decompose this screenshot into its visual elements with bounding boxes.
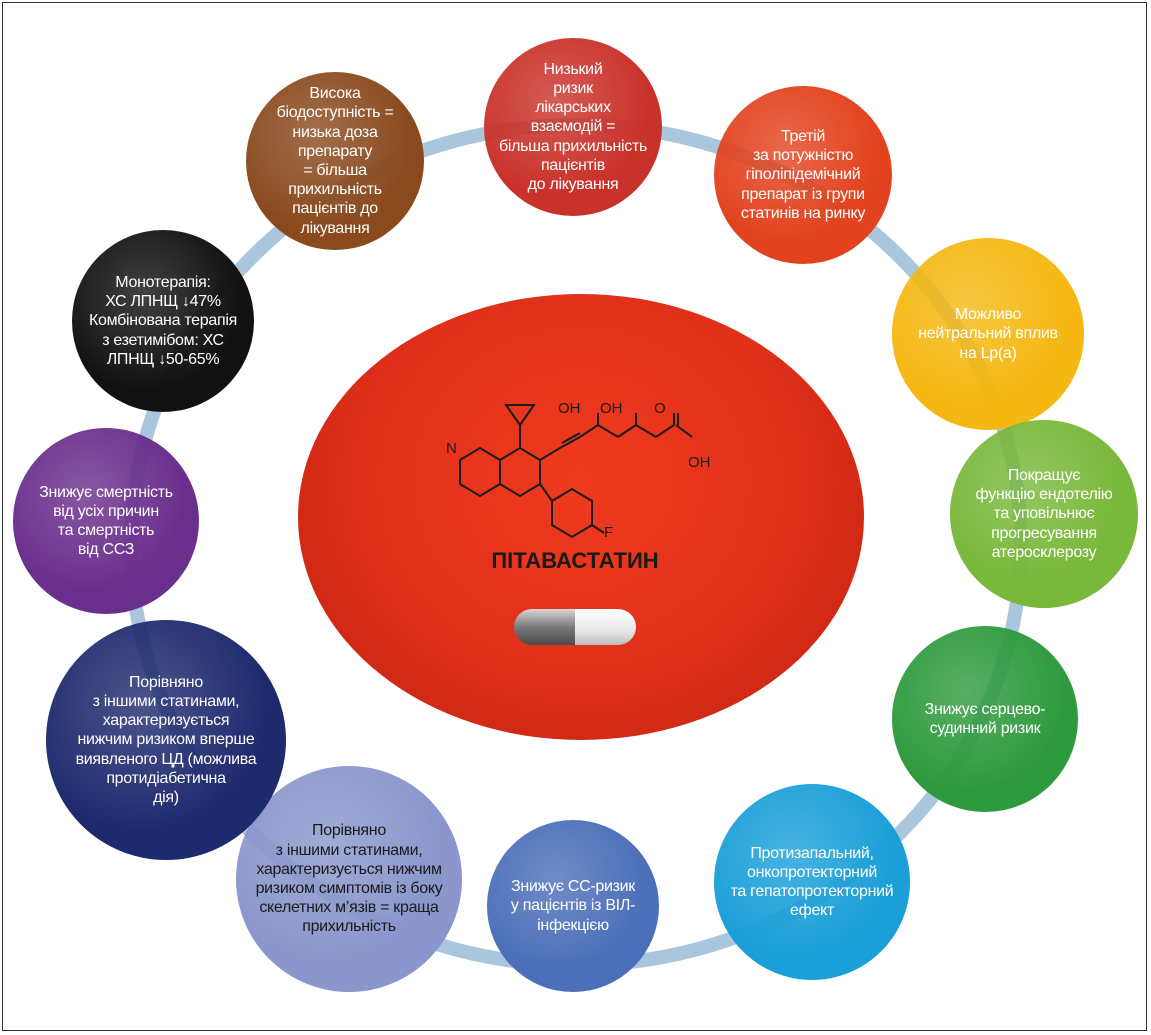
benefit-text-cv: Знижує серцево- судинний ризик [924,700,1046,737]
central-ellipse [298,294,864,740]
benefit-node-mort: Знижує смертність від усіх причин та сме… [13,428,199,614]
benefit-text-lpa: Можливо нейтральний вплив на Lp(a) [918,306,1058,362]
benefit-text-top: Низький ризик лікарських взаємодій = біл… [498,60,648,193]
benefit-node-cv: Знижує серцево- судинний ризик [892,626,1078,812]
benefit-text-bio: Висока біодоступність = низька доза преп… [276,85,394,237]
benefit-node-endo: Покращує функцію ендотелію та уповільнює… [950,420,1138,608]
benefit-text-mort: Знижує смертність від усіх причин та сме… [39,483,173,559]
benefit-text-third: Третій за потужністю гіполіпідемічний пр… [740,128,866,222]
benefit-text-anti: Протизапальний, онкопротекторний та гепа… [730,844,894,920]
benefit-node-anti: Протизапальний, онкопротекторний та гепа… [714,784,910,980]
pitavastatin-structure: OH OH O OH N F [446,400,711,541]
drug-name: ПІТАВАСТАТИН [491,548,659,573]
benefit-node-top: Низький ризик лікарських взаємодій = біл… [484,38,662,216]
benefit-text-hiv: Знижує СС-ризик у пацієнтів із ВІЛ- інфе… [510,878,636,934]
benefit-text-endo: Покращує функцію ендотелію та уповільнює… [975,467,1113,561]
o-label: O [654,400,666,417]
benefit-node-mono: Монотерапія: ХС ЛПНЩ ↓47% Комбінована те… [72,230,254,412]
benefit-node-diab: Порівняно з іншими статинами, характериз… [46,620,286,860]
benefit-node-third: Третій за потужністю гіполіпідемічний пр… [714,86,892,264]
benefit-node-lpa: Можливо нейтральний вплив на Lp(a) [892,238,1084,430]
benefit-node-bio: Висока біодоступність = низька доза преп… [246,72,424,250]
benefit-text-diab: Порівняно з іншими статинами, характериз… [75,673,257,806]
benefit-node-hiv: Знижує СС-ризик у пацієнтів із ВІЛ- інфе… [487,820,659,992]
f-label: F [604,524,613,541]
capsule-icon [514,609,636,645]
benefit-node-muscle: Порівняно з іншими статинами, характериз… [236,766,462,992]
oh-label-2: OH [600,400,623,417]
oh-label-3: OH [688,454,711,471]
benefit-text-mono: Монотерапія: ХС ЛПНЩ ↓47% Комбінована те… [89,274,237,368]
oh-label-1: OH [558,400,581,417]
benefit-text-muscle: Порівняно з іншими статинами, характериз… [255,822,443,936]
n-label: N [446,440,457,457]
